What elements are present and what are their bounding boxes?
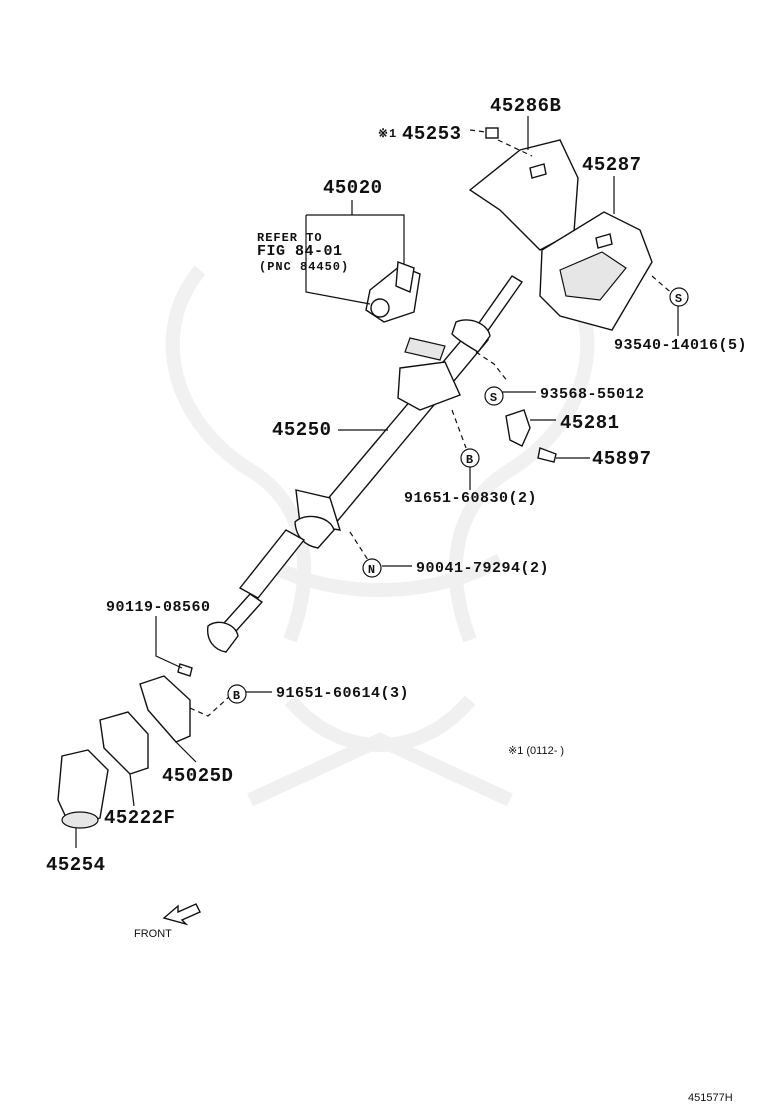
label-93540: 93540-14016(5) [614, 337, 747, 354]
steering-column-45250 [177, 275, 524, 677]
front-arrow-icon [162, 903, 201, 926]
cover-45025D [139, 675, 191, 743]
boot-45222F [99, 711, 149, 775]
lower-parts [57, 675, 191, 829]
watermark-logo [165, 265, 595, 807]
label-45287: 45287 [582, 154, 642, 176]
column-cover-upper-45286B [468, 139, 579, 251]
label-91651-60614: 91651-60614(3) [276, 685, 409, 702]
part-45897-icon [537, 447, 557, 463]
label-45253: 45253 [402, 123, 462, 145]
label-90041: 90041-79294(2) [416, 560, 549, 577]
part-45281-icon [505, 409, 531, 447]
symbol-b-2: B [227, 684, 247, 704]
small-parts [485, 127, 590, 463]
label-45025D: 45025D [162, 765, 233, 787]
label-90119: 90119-08560 [106, 599, 211, 616]
label-footnote: ※1 (0112- ) [508, 745, 564, 757]
ignition-switch-45020 [365, 261, 421, 323]
svg-text:S: S [675, 292, 683, 306]
symbol-b-1: B [460, 448, 480, 468]
label-refer-line2: FIG 84-01 [257, 243, 343, 260]
column-cover-lower-45287 [539, 211, 653, 331]
label-front: FRONT [134, 928, 172, 940]
label-45281: 45281 [560, 412, 620, 434]
label-45254: 45254 [46, 854, 106, 876]
leader-lines [75, 116, 679, 848]
part-45253-icon [485, 127, 499, 139]
label-93568: 93568-55012 [540, 386, 645, 403]
label-note-mark: ※1 [378, 127, 397, 141]
label-refer-line1: REFER TO [257, 231, 323, 245]
symbol-s-1: S [669, 287, 689, 307]
figure-id: 451577H [688, 1092, 733, 1104]
label-91651-60830: 91651-60830(2) [404, 490, 537, 507]
label-45897: 45897 [592, 448, 652, 470]
svg-text:N: N [368, 563, 376, 577]
label-45286B: 45286B [490, 95, 561, 117]
label-45222F: 45222F [104, 807, 175, 829]
label-45020: 45020 [323, 177, 383, 199]
svg-text:S: S [490, 391, 498, 405]
symbol-n: N [362, 558, 382, 578]
label-45250: 45250 [272, 419, 332, 441]
symbol-s-2: S [484, 386, 504, 406]
boot-45254 [57, 749, 109, 827]
svg-text:B: B [233, 689, 241, 703]
label-refer-line3: (PNC 84450) [259, 260, 349, 274]
svg-text:B: B [466, 453, 474, 467]
